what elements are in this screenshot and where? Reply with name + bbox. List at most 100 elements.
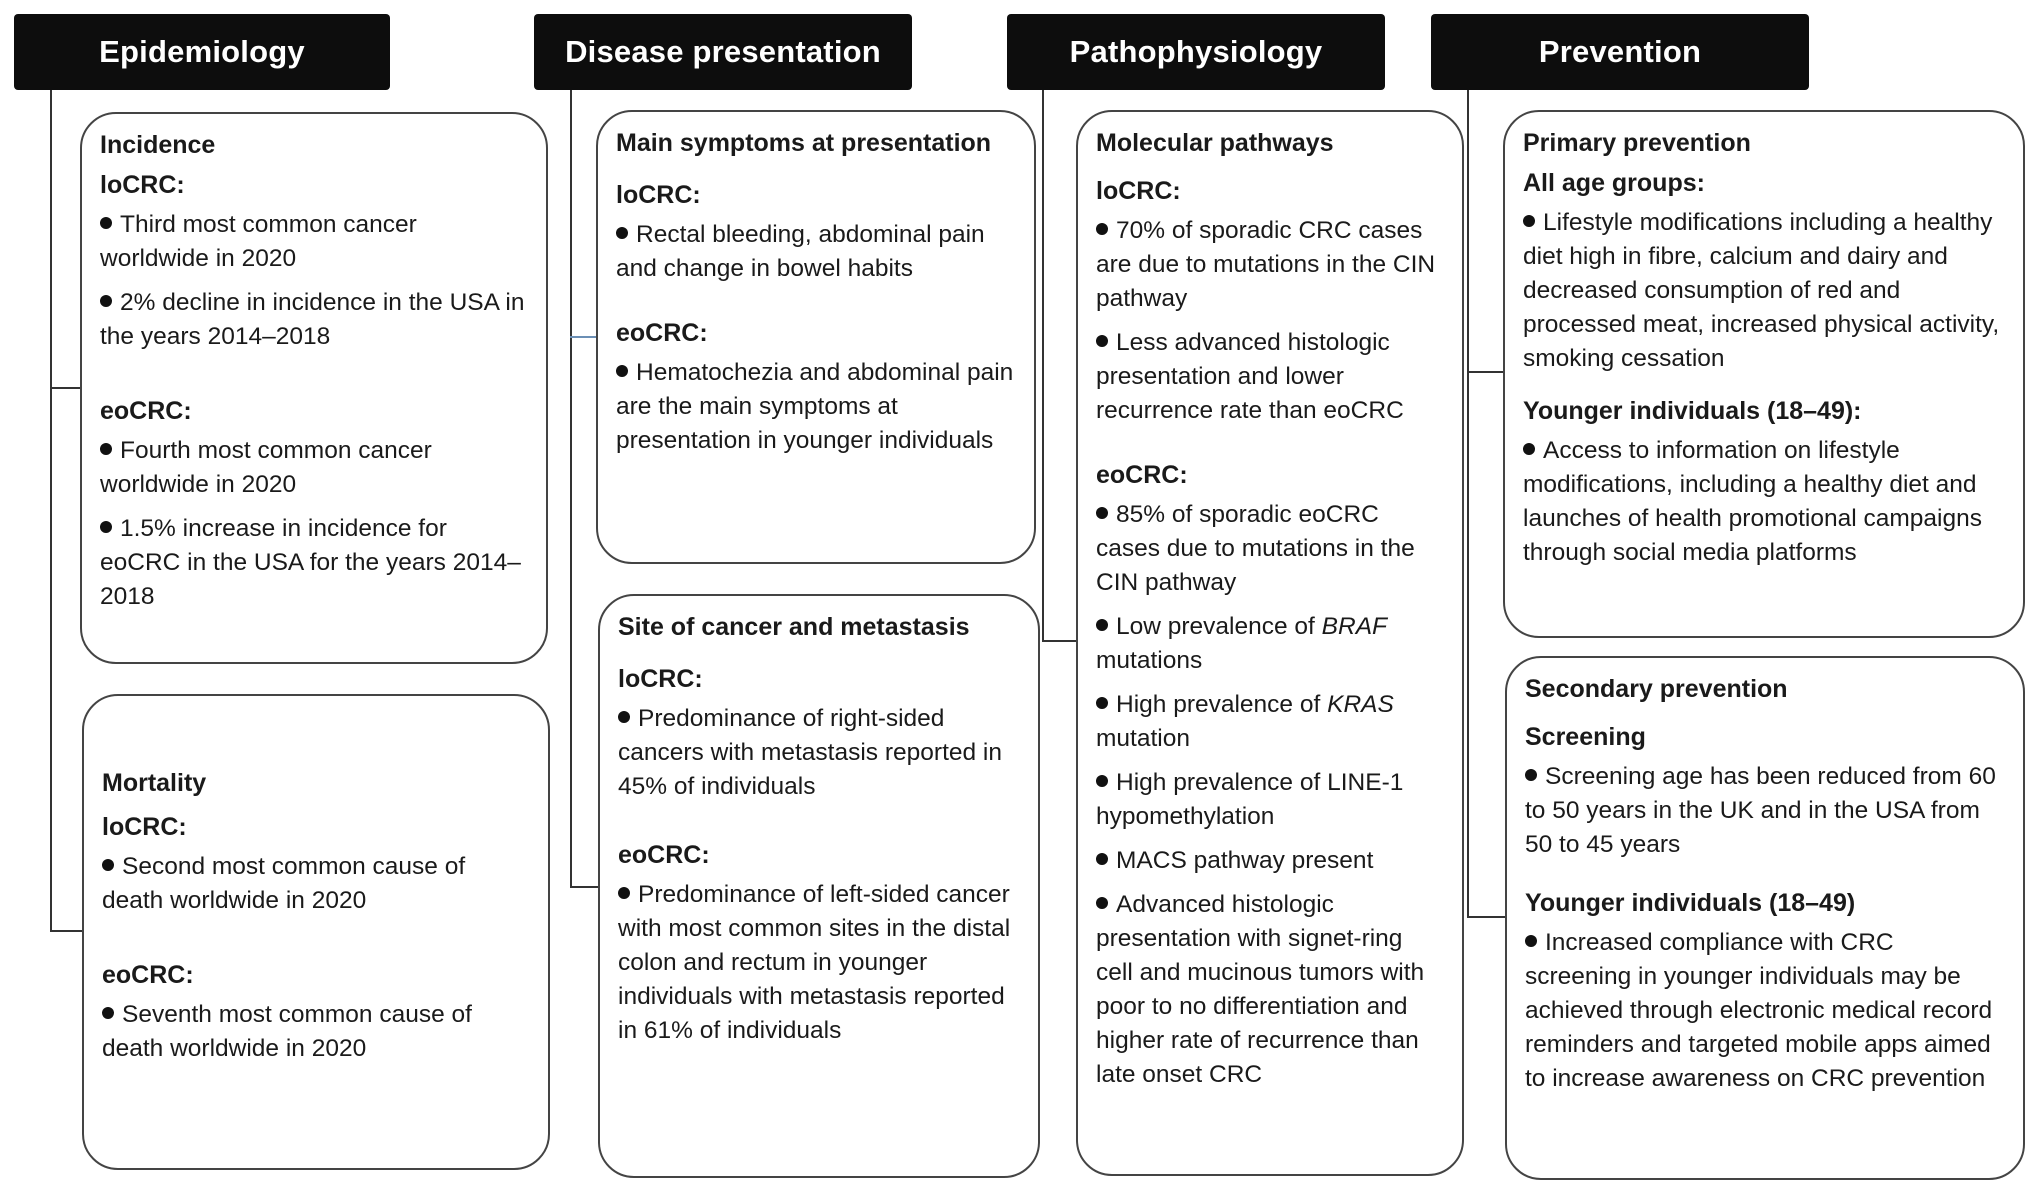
list-item-text: Lifestyle modifications including a heal… xyxy=(1523,209,2000,372)
bullet-icon xyxy=(618,711,630,723)
connector-prevention-primary xyxy=(1467,371,1503,373)
list-item: Fourth most common cancer worldwide in 2… xyxy=(100,434,528,502)
connector-prevention-vertical xyxy=(1467,90,1469,918)
list-item-text: High prevalence of LINE-1 hypomethylatio… xyxy=(1096,769,1404,830)
bullet-icon xyxy=(1096,775,1108,787)
list-item-text: Fourth most common cancer worldwide in 2… xyxy=(100,437,432,498)
molecular-locrc-label: loCRC: xyxy=(1096,177,1181,205)
primary-prevention-box: Primary prevention All age groups: Lifes… xyxy=(1503,110,2025,638)
connector-pathophysiology-molecular xyxy=(1042,640,1076,642)
site-eocrc-label: eoCRC: xyxy=(618,841,710,869)
bullet-icon xyxy=(100,295,112,307)
header-pathophysiology: Pathophysiology xyxy=(1007,14,1385,90)
bullet-icon xyxy=(1523,443,1535,455)
connector-epidemiology-mortality xyxy=(50,930,82,932)
symptoms-eocrc-label: eoCRC: xyxy=(616,319,708,347)
header-prevention-label: Prevention xyxy=(1538,34,1702,69)
symptoms-locrc-label: loCRC: xyxy=(616,181,701,209)
bullet-icon xyxy=(102,1007,114,1019)
list-item-text: Second most common cause of death worldw… xyxy=(102,853,466,914)
secondary-prevention-box: Secondary prevention Screening Screening… xyxy=(1505,656,2025,1180)
list-item-text: mutation xyxy=(1096,725,1190,752)
list-item-text: 2% decline in incidence in the USA in th… xyxy=(100,289,525,350)
bullet-icon xyxy=(1096,335,1108,347)
header-epidemiology-label: Epidemiology xyxy=(99,34,305,69)
bullet-icon xyxy=(100,521,112,533)
bullet-icon xyxy=(100,217,112,229)
list-item: Second most common cause of death worldw… xyxy=(102,850,530,918)
list-item-text: Third most common cancer worldwide in 20… xyxy=(100,211,417,272)
connector-presentation-symptoms xyxy=(570,336,596,338)
connector-presentation-site xyxy=(570,886,598,888)
bullet-icon xyxy=(1096,619,1108,631)
gene-name-braf: BRAF xyxy=(1321,613,1387,640)
list-item-text: 85% of sporadic eoCRC cases due to mutat… xyxy=(1096,501,1415,596)
list-item: Increased compliance with CRC screening … xyxy=(1525,926,2005,1096)
incidence-box: Incidence loCRC: Third most common cance… xyxy=(80,112,548,664)
connector-epidemiology-vertical xyxy=(50,90,52,932)
symptoms-box: Main symptoms at presentation loCRC: Rec… xyxy=(596,110,1036,564)
list-item: Rectal bleeding, abdominal pain and chan… xyxy=(616,218,1016,286)
bullet-icon xyxy=(1096,697,1108,709)
primary-all-ages-label: All age groups: xyxy=(1523,169,1705,197)
bullet-icon xyxy=(1096,507,1108,519)
connector-presentation-vertical xyxy=(570,90,572,888)
connector-pathophysiology-vertical xyxy=(1042,90,1044,642)
header-prevention: Prevention xyxy=(1431,14,1809,90)
list-item: High prevalence of KRAS mutation xyxy=(1096,688,1444,756)
bullet-icon xyxy=(102,859,114,871)
list-item-text: Screening age has been reduced from 60 t… xyxy=(1525,763,1996,858)
header-disease-presentation-label: Disease presentation xyxy=(565,34,881,69)
list-item: Low prevalence of BRAF mutations xyxy=(1096,610,1444,678)
list-item: 70% of sporadic CRC cases are due to mut… xyxy=(1096,214,1444,316)
mortality-eocrc-label: eoCRC: xyxy=(102,961,194,989)
list-item-text: Seventh most common cause of death world… xyxy=(102,1001,472,1062)
list-item: Third most common cancer worldwide in 20… xyxy=(100,208,528,276)
list-item: Lifestyle modifications including a heal… xyxy=(1523,206,2005,376)
list-item: 1.5% increase in incidence for eoCRC in … xyxy=(100,512,528,614)
list-item: Access to information on lifestyle modif… xyxy=(1523,434,2005,570)
list-item-text: Access to information on lifestyle modif… xyxy=(1523,437,1982,566)
list-item: Less advanced histologic presentation an… xyxy=(1096,326,1444,428)
symptoms-title: Main symptoms at presentation xyxy=(616,129,992,157)
primary-prevention-title: Primary prevention xyxy=(1523,129,1751,157)
secondary-younger-label: Younger individuals (18–49) xyxy=(1525,889,1856,917)
bullet-icon xyxy=(616,365,628,377)
bullet-icon xyxy=(1096,853,1108,865)
list-item: 85% of sporadic eoCRC cases due to mutat… xyxy=(1096,498,1444,600)
molecular-eocrc-label: eoCRC: xyxy=(1096,461,1188,489)
bullet-icon xyxy=(1096,223,1108,235)
list-item-text: Advanced histologic presentation with si… xyxy=(1096,891,1425,1088)
bullet-icon xyxy=(1525,769,1537,781)
header-epidemiology: Epidemiology xyxy=(14,14,390,90)
bullet-icon xyxy=(618,887,630,899)
list-item-text: High prevalence of xyxy=(1116,691,1328,718)
bullet-icon xyxy=(1523,215,1535,227)
list-item-text: Less advanced histologic presentation an… xyxy=(1096,329,1404,424)
bullet-icon xyxy=(616,227,628,239)
list-item-text: 1.5% increase in incidence for eoCRC in … xyxy=(100,515,521,610)
mortality-locrc-label: loCRC: xyxy=(102,813,187,841)
molecular-pathways-box: Molecular pathways loCRC: 70% of sporadi… xyxy=(1076,110,1464,1176)
list-item: Hematochezia and abdominal pain are the … xyxy=(616,356,1016,458)
list-item: Predominance of left-sided cancer with m… xyxy=(618,878,1020,1048)
mortality-box: Mortality loCRC: Second most common caus… xyxy=(82,694,550,1170)
connector-epidemiology-incidence xyxy=(50,387,80,389)
incidence-eocrc-label: eoCRC: xyxy=(100,397,192,425)
primary-younger-label: Younger individuals (18–49): xyxy=(1523,397,1862,425)
bullet-icon xyxy=(100,443,112,455)
secondary-screening-label: Screening xyxy=(1525,723,1646,751)
list-item: MACS pathway present xyxy=(1096,844,1444,878)
list-item-text: Rectal bleeding, abdominal pain and chan… xyxy=(616,221,985,282)
list-item: Seventh most common cause of death world… xyxy=(102,998,530,1066)
site-title: Site of cancer and metastasis xyxy=(618,613,970,641)
list-item-text: mutations xyxy=(1096,647,1203,674)
connector-prevention-secondary xyxy=(1467,916,1505,918)
list-item-text: Increased compliance with CRC screening … xyxy=(1525,929,1993,1092)
list-item: 2% decline in incidence in the USA in th… xyxy=(100,286,528,354)
site-box: Site of cancer and metastasis loCRC: Pre… xyxy=(598,594,1040,1178)
site-locrc-label: loCRC: xyxy=(618,665,703,693)
list-item-text: Predominance of right-sided cancers with… xyxy=(618,705,1002,800)
list-item: Predominance of right-sided cancers with… xyxy=(618,702,1020,804)
header-pathophysiology-label: Pathophysiology xyxy=(1069,34,1323,69)
